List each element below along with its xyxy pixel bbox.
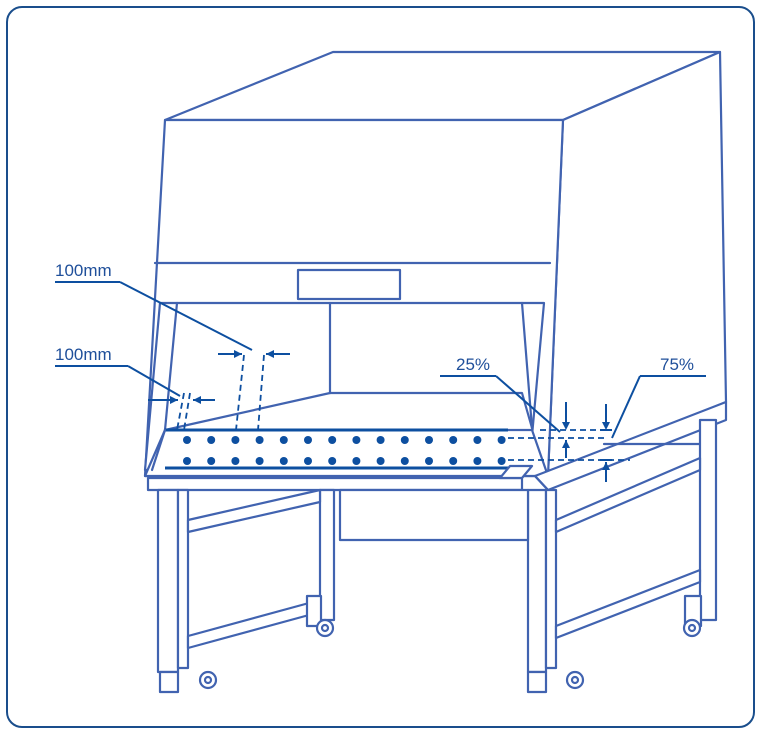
- measurement-dot: [279, 436, 288, 444]
- measurement-dot: [279, 457, 288, 465]
- side-tabletop: [533, 400, 728, 492]
- measurement-dot: [328, 436, 337, 444]
- measurement-dot: [425, 457, 433, 465]
- measurement-dot: [376, 457, 385, 465]
- measurement-dot: [183, 457, 191, 465]
- measurement-dot: [376, 436, 385, 444]
- measurement-dot: [400, 436, 409, 444]
- measurement-dot: [207, 436, 216, 444]
- measurement-dot: [231, 457, 240, 465]
- measurement-dot: [425, 436, 433, 444]
- measurement-dot: [497, 457, 506, 465]
- percent-label-25: 25%: [456, 355, 490, 374]
- measurement-dot: [304, 457, 312, 465]
- work-surface: [143, 428, 550, 478]
- cabinet-stand: [156, 418, 718, 694]
- measurement-dot: [352, 436, 361, 444]
- measurement-dot: [255, 436, 264, 444]
- measurement-dot: [449, 457, 458, 465]
- display-panel: [296, 268, 402, 301]
- dimension-label-top: 100mm: [55, 261, 112, 280]
- measurement-dot: [328, 457, 337, 465]
- work-opening: [143, 301, 546, 472]
- measurement-dot: [473, 436, 482, 444]
- measurement-dot: [497, 436, 506, 444]
- measurement-dot: [352, 457, 361, 465]
- dimension-arrows: [148, 350, 612, 482]
- measurement-dot: [449, 436, 458, 444]
- dimension-label-left: 100mm: [55, 345, 112, 364]
- measurement-dot: [304, 436, 312, 444]
- measurement-dot: [473, 457, 482, 465]
- measurement-dot: [231, 436, 240, 444]
- leader-lines: [55, 281, 706, 439]
- measurement-dot: [255, 457, 264, 465]
- measurement-dot: [207, 457, 216, 465]
- percent-label-75: 75%: [660, 355, 694, 374]
- measurement-points: [183, 436, 506, 465]
- measurement-dot: [183, 436, 191, 444]
- measurement-dot: [400, 457, 409, 465]
